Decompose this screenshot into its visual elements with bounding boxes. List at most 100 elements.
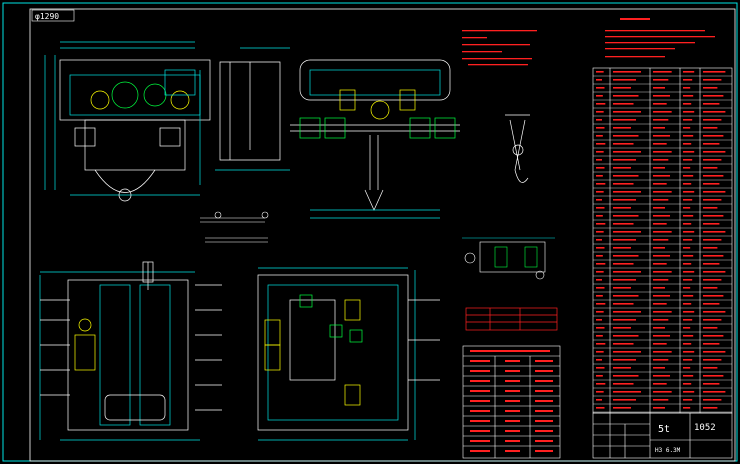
parts-list-cell-text: [703, 87, 718, 89]
parts-list-cell-text: [596, 151, 604, 153]
parts-list-cell-text: [653, 191, 672, 193]
parts-list-cell-text: [683, 199, 693, 201]
parts-list-cell-text: [703, 255, 724, 257]
parts-list-cell-text: [613, 375, 639, 377]
parts-list-cell-text: [596, 199, 602, 201]
plan-view: [257, 267, 440, 441]
parts-list-cell-text: [703, 399, 722, 401]
parts-list-cell-text: [613, 79, 636, 81]
parts-list-cell-text: [683, 87, 691, 89]
parts-list-cell-text: [653, 367, 665, 369]
parts-list-cell-text: [683, 391, 695, 393]
parts-list-cell-text: [703, 287, 718, 289]
parts-list-cell-text: [683, 191, 695, 193]
trolley-side-view: [215, 47, 460, 219]
parts-list-cell-text: [596, 119, 602, 121]
parts-list-cell-text: [683, 207, 691, 209]
parts-list-cell-text: [613, 407, 631, 409]
parts-list-cell-text: [613, 303, 634, 305]
parts-list-cell-text: [613, 159, 636, 161]
parts-list-cell-text: [653, 143, 667, 145]
parts-list-cell-text: [613, 103, 634, 105]
material-table-small: [465, 307, 558, 331]
parts-list-cell-text: [703, 391, 726, 393]
title-tag-box: [31, 9, 75, 22]
parts-list-cell-text: [596, 375, 603, 377]
parts-list-cell-text: [596, 159, 602, 161]
parts-list-cell-text: [703, 359, 722, 361]
end-elevation-view: [44, 41, 211, 202]
parts-list-cell-text: [703, 223, 720, 225]
parts-list-cell-text: [596, 183, 606, 185]
parts-list-cell-text: [596, 247, 605, 249]
parts-list-cell-text: [596, 271, 604, 273]
parts-list-cell-text: [683, 223, 692, 225]
parts-list-cell-text: [613, 271, 641, 273]
parts-list-cell-text: [703, 215, 724, 217]
parts-list-cell-text: [596, 223, 606, 225]
parts-list-cell-text: [703, 311, 726, 313]
parts-list-cell-text: [613, 143, 634, 145]
technical-notes-top: [462, 30, 537, 66]
parts-list-cell-text: [596, 127, 605, 129]
parts-list-cell-text: [703, 167, 718, 169]
parts-list-cell-text: [703, 199, 722, 201]
parts-list-cell-text: [683, 119, 693, 121]
parts-list-cell-text: [703, 239, 722, 241]
parts-list-cell-text: [653, 399, 669, 401]
parts-list-cell-text: [613, 223, 634, 225]
parts-list-cell-text: [613, 95, 639, 97]
parts-list-cell-text: [596, 279, 602, 281]
title-tag: φ1290: [35, 12, 59, 21]
parts-list-cell-text: [596, 327, 605, 329]
parts-list-cell-text: [613, 231, 641, 233]
parts-list-cell-text: [703, 191, 726, 193]
parts-list-cell-text: [596, 407, 605, 409]
parts-list-cell-text: [596, 255, 603, 257]
parts-list-cell-text: [653, 175, 670, 177]
parts-list-cell-text: [653, 223, 667, 225]
parts-list-cell-text: [653, 383, 667, 385]
parts-list-cell-text: [683, 271, 695, 273]
parts-list-cell-text: [613, 359, 636, 361]
parts-list-cell-text: [613, 343, 634, 345]
parts-list-cell-text: [596, 79, 602, 81]
parts-list-cell-text: [596, 103, 606, 105]
parts-list-cell-text: [596, 71, 604, 73]
parts-list-cell-text: [653, 279, 669, 281]
parts-list-cell-text: [653, 247, 665, 249]
parts-list-cell-text: [703, 79, 722, 81]
parts-list-cell-text: [653, 119, 669, 121]
parts-list-cell-text: [613, 263, 634, 265]
parts-list-cell-text: [683, 359, 693, 361]
parts-list-cell-text: [613, 127, 631, 129]
parts-list-cell-text: [703, 111, 726, 113]
parts-list-cell-text: [613, 367, 631, 369]
parts-list-cell-text: [653, 319, 669, 321]
parts-list-cell-text: [683, 239, 693, 241]
parts-list-cell-text: [596, 111, 604, 113]
parts-list-cell-text: [683, 335, 694, 337]
parts-list-cell-text: [653, 359, 669, 361]
parts-list-cell-text: [653, 327, 665, 329]
parts-list-cell-text: [703, 327, 718, 329]
parts-list-cell-text: [703, 159, 722, 161]
parts-list-cell-text: [653, 407, 665, 409]
parts-list-cell-text: [653, 391, 672, 393]
parts-list-cell-text: [653, 127, 665, 129]
parts-list-cell-text: [703, 375, 724, 377]
parts-list-cell-text: [596, 95, 603, 97]
parts-list-cell-text: [613, 295, 639, 297]
parts-list-cell-text: [703, 303, 720, 305]
parts-list-cell-text: [653, 351, 672, 353]
drawing-number: 1052: [694, 423, 716, 433]
parts-list-cell-text: [613, 335, 639, 337]
parts-list-cell-text: [613, 287, 631, 289]
parts-list-cell-text: [596, 391, 604, 393]
parts-list-cell-text: [613, 199, 636, 201]
title-block: [592, 412, 733, 459]
parts-list-cell-text: [653, 199, 669, 201]
parts-list-cell-text: [683, 247, 691, 249]
parts-list-cell-text: [683, 183, 692, 185]
